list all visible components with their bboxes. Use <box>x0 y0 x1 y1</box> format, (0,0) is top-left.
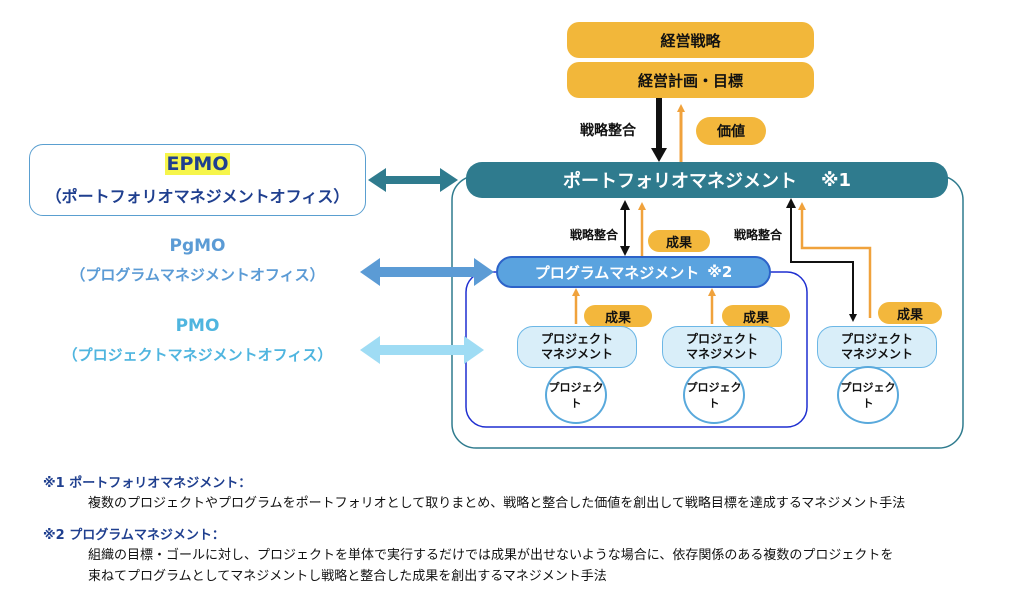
management-strategy-label: 経営戦略 <box>660 31 721 50</box>
note1-body: 複数のプロジェクトやプログラムをポートフォリオとして取りまとめ、戦略と整合した価… <box>88 496 906 511</box>
note2-body-line1: 組織の目標・ゴールに対し、プロジェクトを単体で実行するだけでは成果が出せないよう… <box>88 548 894 563</box>
portfolio-management-bar: ポートフォリオマネジメント ※1 <box>466 162 948 198</box>
program-alignment-label: 戦略整合 <box>570 228 619 242</box>
pgmo-arrow <box>360 258 494 286</box>
pgmo-full: （プログラムマネジメントオフィス） <box>70 266 325 284</box>
pm-box-line1: プロジェクト <box>540 332 613 346</box>
epmo-abbr: EPMO <box>164 153 231 175</box>
program-alignment-arrow <box>620 200 630 256</box>
pmo-abbr: PMO <box>175 316 220 336</box>
pmo-full-wrap: （プロジェクトマネジメントオフィス） <box>29 344 366 365</box>
pgmo-abbr: PgMO <box>169 236 226 256</box>
management-plan-label: 経営計画・目標 <box>637 71 743 90</box>
value-badge: 価値 <box>696 117 766 145</box>
pmo-full: （プロジェクトマネジメントオフィス） <box>62 346 333 364</box>
epmo-box: EPMO （ポートフォリオマネジメントオフィス） <box>29 144 366 216</box>
project-circle-2: プロジェクト <box>683 366 745 424</box>
project-management-box-2: プロジェクト マネジメント <box>662 326 782 368</box>
right-alignment-line <box>790 204 857 322</box>
project-circle-1: プロジェクト <box>545 366 607 424</box>
project-management-box-3: プロジェクト マネジメント <box>817 326 937 368</box>
right-alignment-label: 戦略整合 <box>734 228 783 242</box>
pm-box-line1: プロジェクト <box>840 332 913 346</box>
pm-box-line2: マネジメント <box>840 347 913 361</box>
pm-box-line1: プロジェクト <box>685 332 758 346</box>
pm3-result-label: 成果 <box>896 307 923 323</box>
program-management-label: プログラムマネジメント <box>534 263 700 282</box>
top-alignment-label: 戦略整合 <box>580 123 636 139</box>
pm3-result-badge: 成果 <box>878 302 942 324</box>
project-management-box-1: プロジェクト マネジメント <box>517 326 637 368</box>
pgmo-abbr-wrap: PgMO <box>29 236 366 256</box>
pm1-result-badge: 成果 <box>584 305 652 327</box>
epmo-full: （ポートフォリオマネジメントオフィス） <box>45 187 350 206</box>
pmo-abbr-wrap: PMO <box>29 316 366 336</box>
pgmo-full-wrap: （プログラムマネジメントオフィス） <box>29 264 366 285</box>
project-label: プロジェクト <box>840 381 896 410</box>
pm1-result-label: 成果 <box>604 310 631 326</box>
right-result-line <box>798 202 872 318</box>
program-result-label: 成果 <box>665 235 692 251</box>
pm-box-line2: マネジメント <box>685 347 758 361</box>
program-note-mark: ※2 <box>707 263 733 281</box>
pm2-result-badge: 成果 <box>722 305 790 327</box>
project-label: プロジェクト <box>548 381 604 410</box>
note2-body-line2: 束ねてプログラムとしてマネジメントし戦略と整合した成果を創出するマネジメント手法 <box>88 569 607 584</box>
program-result-badge: 成果 <box>648 230 710 252</box>
portfolio-note-mark: ※1 <box>820 169 852 191</box>
program-management-bar: プログラムマネジメント ※2 <box>496 256 771 288</box>
portfolio-management-label: ポートフォリオマネジメント <box>562 171 797 192</box>
pmo-arrow <box>360 336 484 364</box>
project-circle-3: プロジェクト <box>837 366 899 424</box>
pm-box-line2: マネジメント <box>540 347 613 361</box>
value-label: 価値 <box>717 124 745 140</box>
pm2-result-label: 成果 <box>742 310 769 326</box>
management-plan-box: 経営計画・目標 <box>567 62 814 98</box>
epmo-arrow <box>368 168 458 192</box>
management-strategy-box: 経営戦略 <box>567 22 814 58</box>
project-label: プロジェクト <box>686 381 742 410</box>
note2-heading: ※2 プログラムマネジメント： <box>43 528 225 543</box>
note1-heading: ※1 ポートフォリオマネジメント： <box>43 476 252 491</box>
